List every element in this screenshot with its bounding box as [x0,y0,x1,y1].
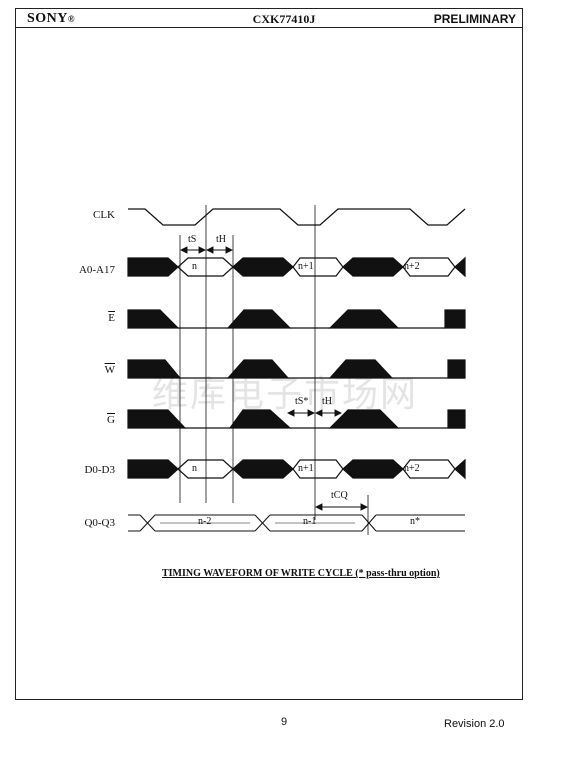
data-label-1: n [192,463,197,474]
signal-address: A0-A17 [78,264,115,276]
addr-label-2: n+1 [298,261,314,272]
addr-label-1: n [192,261,197,272]
revision: Revision 2.0 [444,718,505,730]
page-frame [15,8,523,700]
output-enable-waveform [127,409,466,429]
signal-output-enable: G [107,414,115,426]
data-out-bus [128,514,465,532]
figure-caption: TIMING WAVEFORM OF WRITE CYCLE (* pass-t… [162,568,440,579]
address-bus [127,256,466,278]
signal-write: W [104,364,115,376]
document-status: PRELIMINARY [433,12,516,26]
watermark: 维库电子市场网 [152,374,419,415]
data-label-3: n+2 [404,463,420,474]
label-ts-star: tS* [295,396,309,407]
data-label-2: n+1 [298,463,314,474]
part-number: CXK77410J [252,12,316,26]
clk-waveform [128,208,466,226]
out-label-1: n-2 [198,516,212,527]
label-th: tH [216,234,226,245]
timing-arrows [179,246,369,511]
header-divider [15,27,523,28]
label-ts: tS [188,234,197,245]
label-th-2: tH [322,396,332,407]
signal-data-out: Q0-Q3 [84,517,115,529]
brand-logo: SONY® [27,11,76,26]
addr-label-3: n+2 [404,261,420,272]
signal-enable: E [108,312,115,324]
page-number: 9 [280,716,288,728]
label-tcq: tCQ [331,490,348,501]
out-label-3: n* [410,516,420,527]
enable-waveform [127,309,466,329]
out-label-2: n-1 [303,516,317,527]
write-waveform [127,359,466,379]
signal-data-in: D0-D3 [84,464,115,476]
signal-clk: CLK [93,209,115,221]
data-in-bus [127,458,466,480]
